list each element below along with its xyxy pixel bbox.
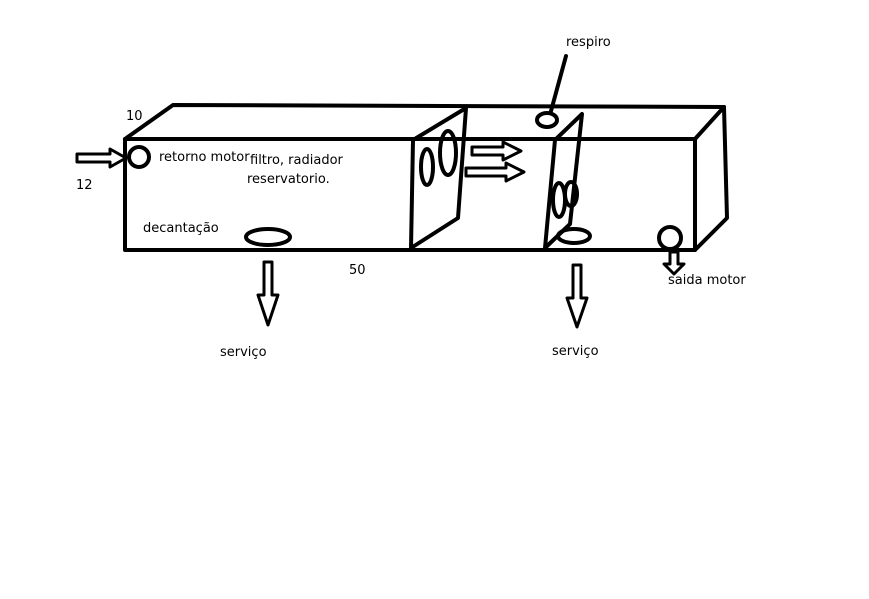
label-dim-50: 50 bbox=[349, 263, 366, 278]
label-retorno-motor: retorno motor bbox=[159, 150, 250, 165]
baffle-2-plate bbox=[543, 112, 584, 250]
motor-outlet-port bbox=[657, 225, 683, 251]
service-port-right bbox=[556, 227, 592, 245]
service-port-left bbox=[244, 227, 292, 247]
label-saida-motor: saida motor bbox=[668, 273, 746, 288]
motor-outlet-arrow bbox=[662, 250, 686, 276]
baffle-1-hole-small bbox=[419, 147, 435, 187]
flow-arrow-lower bbox=[464, 161, 526, 183]
tank-front-face bbox=[123, 137, 697, 252]
label-decantacao: decantação bbox=[143, 221, 219, 236]
baffle-1-plate bbox=[409, 106, 468, 250]
baffle-2-hole-a bbox=[551, 181, 567, 219]
baffle-2 bbox=[543, 112, 584, 250]
label-servico-right: serviço bbox=[552, 344, 599, 359]
label-dim-12: 12 bbox=[76, 178, 93, 193]
tank-body bbox=[123, 103, 729, 252]
label-respiro: respiro bbox=[566, 35, 611, 50]
breather-port bbox=[535, 111, 559, 129]
return-port bbox=[127, 145, 151, 169]
tank-side-face bbox=[693, 105, 729, 252]
inlet-arrow bbox=[75, 147, 128, 169]
label-filtro-radiador: filtro, radiador bbox=[250, 153, 343, 168]
label-reservatorio: reservatorio. bbox=[247, 172, 330, 187]
label-servico-left: serviço bbox=[220, 345, 267, 360]
baffle-1-hole-large bbox=[438, 129, 458, 177]
flow-arrow-upper bbox=[470, 140, 523, 162]
baffle-1 bbox=[409, 106, 468, 250]
breather-pointer bbox=[549, 54, 568, 113]
tank-top-face bbox=[123, 103, 726, 141]
label-dim-10: 10 bbox=[126, 109, 143, 124]
baffle-2-hole-b bbox=[563, 180, 579, 208]
service-arrow-right bbox=[565, 263, 589, 329]
service-arrow-left bbox=[256, 260, 280, 327]
